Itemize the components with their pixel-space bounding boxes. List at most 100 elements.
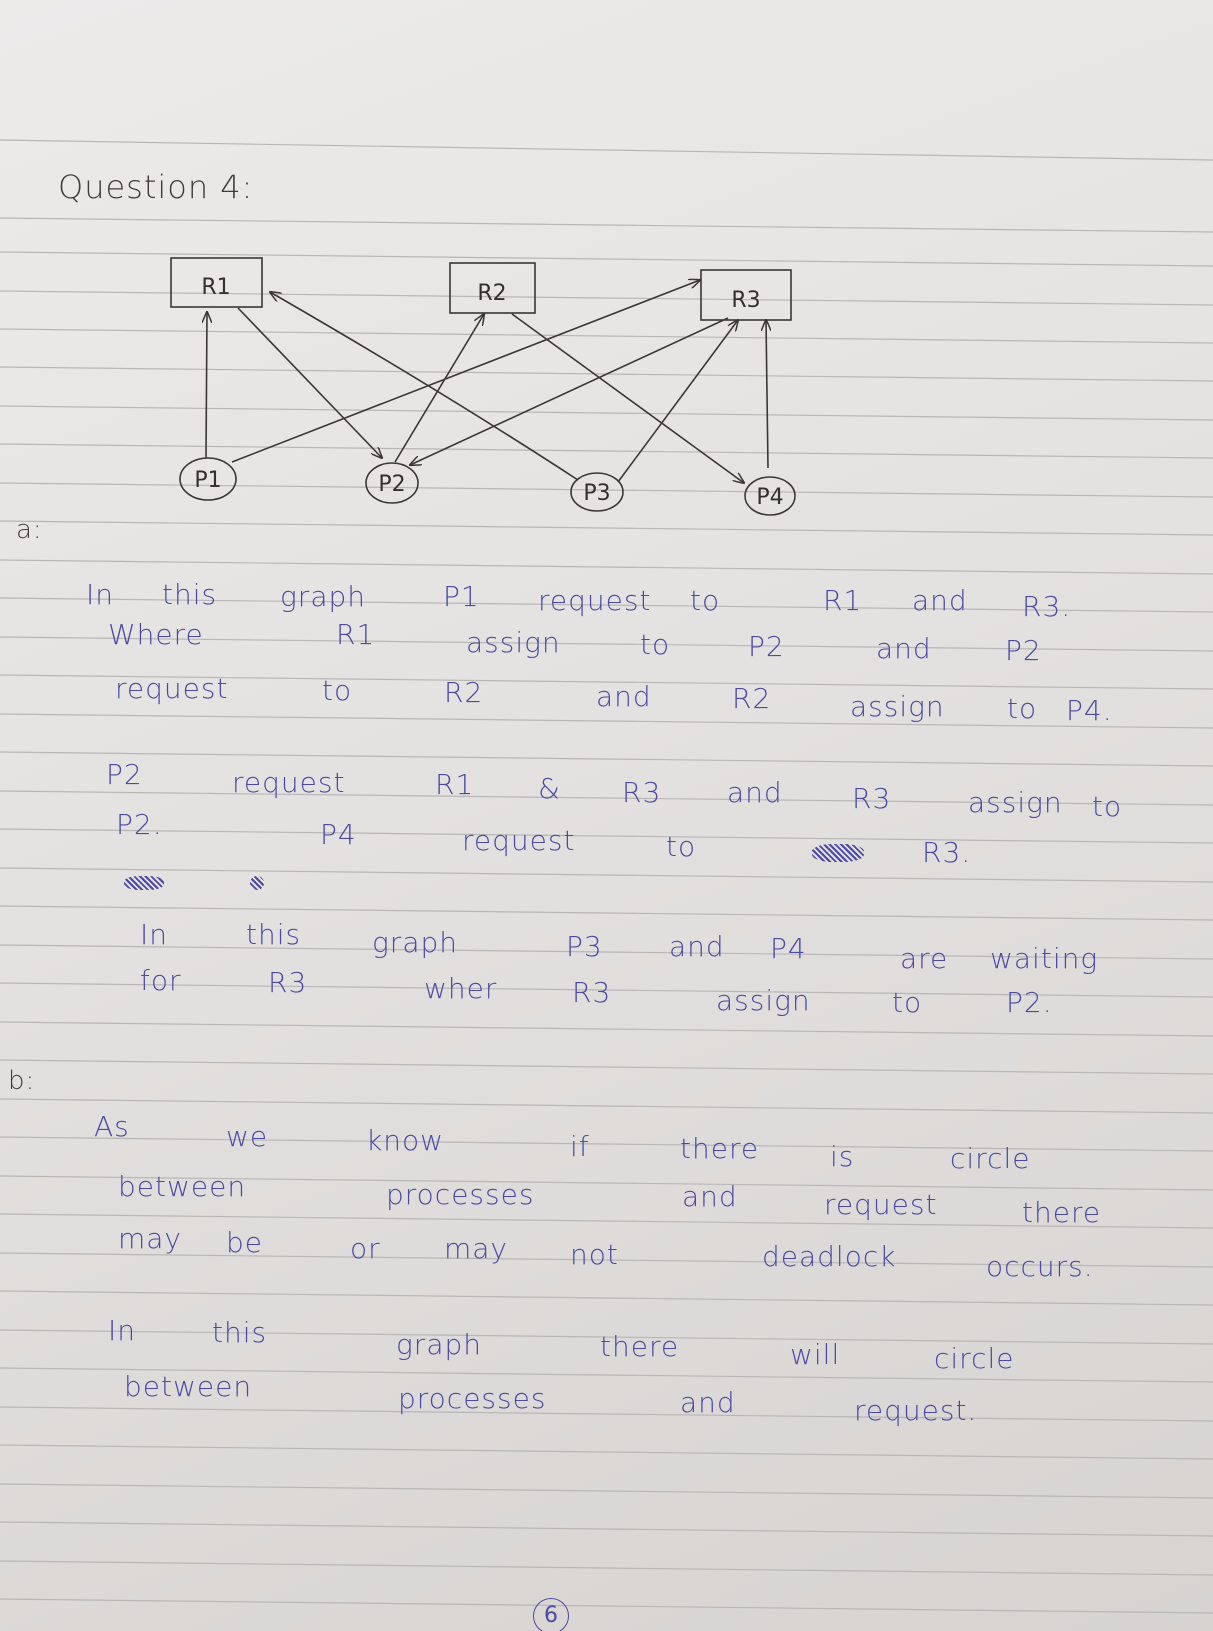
b-l3-w5: not [570, 1238, 619, 1271]
a-l6-w7: are [900, 942, 949, 975]
a-l6-w5: and [669, 930, 725, 963]
a-l1-w7: R1 [823, 584, 863, 617]
a-l1-w8: and [912, 584, 968, 617]
edge-r1-p2 [237, 307, 382, 458]
b-l2-w2: processes [386, 1178, 535, 1211]
b-l1-w3: know [366, 1124, 444, 1157]
resource-r2-box [449, 262, 536, 314]
a-l2-w6: and [876, 632, 932, 665]
a-l1-w2: this [162, 578, 218, 611]
b-l3-w7: occurs. [986, 1250, 1094, 1283]
a-l7-w5: assign [716, 984, 811, 1017]
a-l4-w9: to [1092, 790, 1123, 823]
b-l4-w6: circle [934, 1342, 1015, 1375]
b-l1-w5: there [680, 1132, 760, 1165]
resource-r3-box [700, 269, 792, 321]
edge-p4-r3 [766, 320, 768, 469]
a-l3-w4: and [596, 680, 652, 713]
a-l6-w4: P3 [566, 930, 603, 963]
b-l4-w2: this [212, 1316, 268, 1349]
a-l5-w3: request [462, 824, 576, 857]
a-l6-w2: this [246, 918, 302, 951]
process-p1-label: P1 [194, 468, 221, 493]
b-l4-w1: In [108, 1314, 137, 1347]
a-l4-w6: and [727, 776, 783, 809]
crossed-out-dot [250, 876, 264, 890]
a-l3-w6: assign [850, 690, 945, 723]
a-l3-w5: R2 [732, 682, 772, 715]
resource-r3-label: R3 [731, 288, 760, 313]
a-l3-w2: to [322, 674, 353, 707]
a-l2-w7: P2 [1005, 634, 1042, 667]
b-l2-w1: between [118, 1170, 247, 1203]
b-l2-w3: and [682, 1180, 738, 1213]
process-p4-label: P4 [756, 485, 783, 510]
b-l1-w6: is [830, 1140, 855, 1173]
b-l5-w2: processes [398, 1382, 547, 1415]
crossed-out-scribble-left [124, 876, 164, 890]
question-heading: Question 4: [58, 168, 254, 206]
resource-r1-box [170, 257, 263, 308]
part-b-label: b: [8, 1066, 36, 1096]
process-p3-circle [570, 472, 624, 512]
b-l5-w4: request. [854, 1394, 978, 1427]
a-l2-w3: assign [466, 626, 561, 659]
a-l3-w7: to [1007, 692, 1038, 725]
a-l4-w3: R1 [435, 768, 475, 801]
process-p2-label: P2 [378, 472, 405, 497]
resource-r1-label: R1 [201, 275, 230, 300]
process-p1-circle [179, 457, 237, 501]
edge-r3-p2 [410, 317, 729, 465]
a-l1-w9: R3. [1022, 590, 1072, 623]
a-l4-w5: R3 [622, 776, 662, 809]
b-l2-w4: request [824, 1188, 938, 1221]
a-l1-w6: to [690, 584, 721, 617]
a-l6-w8: waiting [990, 942, 1099, 975]
a-l6-w6: P4 [770, 932, 807, 965]
b-l1-w4: if [570, 1130, 590, 1163]
resource-r2-label: R2 [477, 281, 506, 306]
a-l2-w5: P2 [748, 630, 785, 663]
a-l7-w1: for [140, 964, 182, 997]
a-l5-w5: R3. [922, 836, 972, 869]
a-l3-w8: P4. [1066, 694, 1113, 727]
a-l2-w4: to [640, 628, 671, 661]
a-l1-w3: graph [280, 580, 366, 613]
a-l4-w1: P2 [106, 758, 143, 791]
a-l4-w2: request [232, 766, 346, 799]
b-l3-w1: may [118, 1222, 183, 1255]
a-l5-w2: P4 [320, 818, 357, 851]
a-l5-w1: P2. [116, 808, 163, 841]
process-p4-circle [744, 476, 796, 516]
edge-p2-r2 [394, 314, 484, 463]
b-l4-w4: there [600, 1330, 680, 1363]
a-l6-w3: graph [372, 926, 458, 959]
a-l2-w1: Where [108, 618, 204, 651]
a-l7-w6: to [892, 986, 923, 1019]
a-l4-w7: R3 [852, 782, 892, 815]
edge-p1-r1 [206, 312, 207, 459]
page-number: 6 [533, 1598, 569, 1631]
a-l4-w8: assign [968, 786, 1063, 819]
b-l2-w5: there [1022, 1196, 1102, 1229]
a-l3-w3: R2 [444, 676, 484, 709]
b-l3-w6: deadlock [762, 1240, 897, 1273]
a-l1-w1: In [86, 578, 115, 611]
a-l2-w2: R1 [336, 618, 376, 651]
crossed-out-scribble [812, 844, 864, 862]
b-l5-w1: between [124, 1370, 253, 1403]
a-l4-w4: & [538, 772, 561, 805]
b-l3-w2: be [226, 1226, 263, 1259]
process-p2-circle [365, 462, 419, 504]
process-p3-label: P3 [583, 481, 610, 506]
b-l1-w1: As [94, 1110, 130, 1143]
b-l3-w3: or [350, 1232, 381, 1265]
edge-r2-p4 [511, 313, 744, 483]
a-l5-w4: to [666, 830, 697, 863]
b-l1-w2: we [226, 1120, 269, 1153]
a-l7-w2: R3 [268, 966, 308, 999]
edge-p3-r1 [270, 292, 579, 481]
a-l7-w4: R3 [572, 976, 612, 1009]
